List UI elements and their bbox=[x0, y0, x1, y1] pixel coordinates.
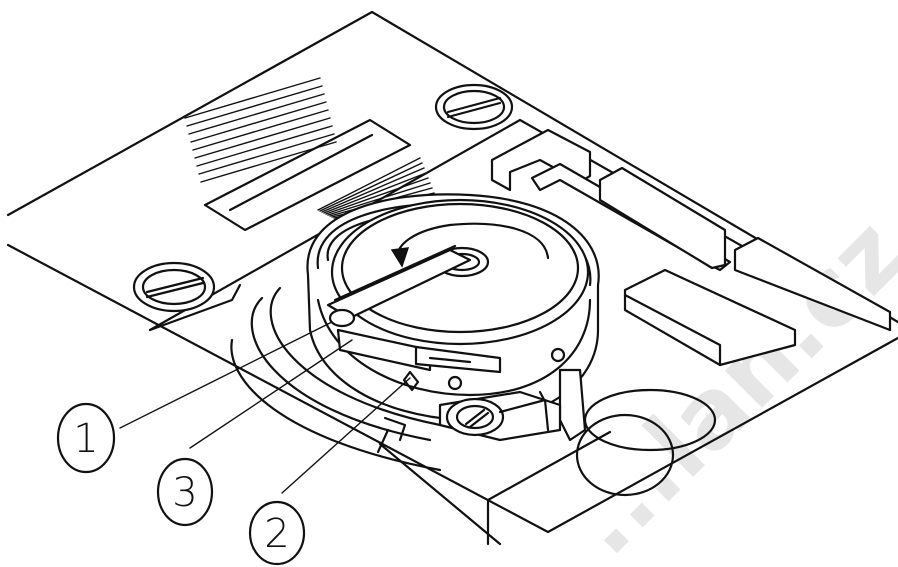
feed-tooth-line bbox=[190, 101, 327, 143]
leader-line-1 bbox=[119, 321, 333, 429]
feed-tooth-line bbox=[186, 85, 323, 127]
feed-tooth-line bbox=[319, 162, 423, 212]
feed-tooth-line bbox=[198, 133, 335, 175]
feed-tooth-line bbox=[327, 182, 431, 216]
leader-line-3 bbox=[189, 339, 353, 449]
callout-3: 3 bbox=[156, 457, 214, 527]
plate-screw-top bbox=[434, 83, 514, 131]
right-blocks bbox=[490, 128, 892, 367]
feed-tooth-line bbox=[323, 172, 427, 214]
feed-tooth-line bbox=[196, 125, 333, 167]
bobbin-case bbox=[306, 193, 600, 442]
callout-2: 2 bbox=[248, 500, 306, 566]
callout-2-label: 2 bbox=[264, 511, 289, 557]
feed-tooth-line bbox=[192, 109, 329, 151]
feed-tooth-line bbox=[188, 93, 325, 135]
feed-tooth-line bbox=[325, 177, 429, 215]
callout-3-label: 3 bbox=[172, 470, 197, 516]
leader-line-2 bbox=[281, 377, 411, 494]
callout-1: 1 bbox=[56, 402, 116, 474]
feed-tooth-line bbox=[200, 141, 337, 183]
feed-tooth-line bbox=[184, 77, 321, 119]
callout-1-label: 1 bbox=[73, 416, 98, 462]
hook-race bbox=[230, 286, 717, 497]
feed-dog-area bbox=[184, 77, 437, 232]
feed-dog-teeth-upper bbox=[184, 77, 337, 183]
leader-lines bbox=[119, 321, 411, 494]
plate-screw-left bbox=[132, 261, 216, 313]
feed-tooth-line bbox=[317, 157, 421, 211]
hook-screw bbox=[376, 390, 562, 454]
feed-tooth-line bbox=[194, 117, 331, 159]
feed-tooth-line bbox=[321, 167, 425, 213]
